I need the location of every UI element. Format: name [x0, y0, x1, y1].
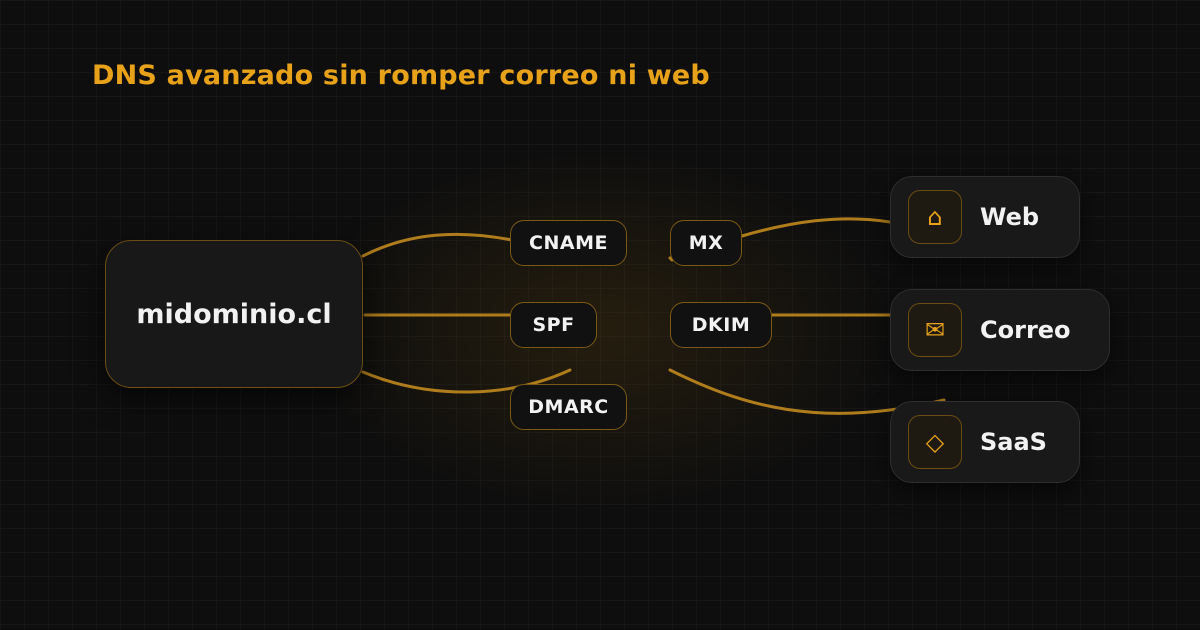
service-correo-label: Correo — [980, 316, 1071, 344]
connector-domain-cname — [361, 232, 514, 258]
page-title: DNS avanzado sin romper correo ni web — [92, 60, 710, 91]
connector-domain-dmarc — [361, 368, 572, 394]
service-correo: ✉ Correo — [890, 289, 1110, 371]
service-web: ⌂ Web — [890, 176, 1080, 258]
domain-node: midominio.cl — [105, 240, 363, 388]
diamond-icon: ◇ — [908, 415, 962, 469]
record-spf: SPF — [510, 302, 597, 348]
house-icon: ⌂ — [908, 190, 962, 244]
record-spf-label: SPF — [532, 314, 575, 336]
record-dmarc: DMARC — [510, 384, 627, 430]
record-cname-label: CNAME — [529, 232, 608, 254]
service-web-label: Web — [980, 203, 1040, 231]
domain-label: midominio.cl — [136, 298, 332, 330]
record-dkim: DKIM — [670, 302, 772, 348]
service-saas: ◇ SaaS — [890, 401, 1080, 483]
record-cname: CNAME — [510, 220, 627, 266]
record-dmarc-label: DMARC — [528, 396, 609, 418]
envelope-icon: ✉ — [908, 303, 962, 357]
record-mx: MX — [670, 220, 742, 266]
record-dkim-label: DKIM — [691, 314, 751, 336]
record-mx-label: MX — [688, 232, 724, 254]
service-saas-label: SaaS — [980, 428, 1047, 456]
